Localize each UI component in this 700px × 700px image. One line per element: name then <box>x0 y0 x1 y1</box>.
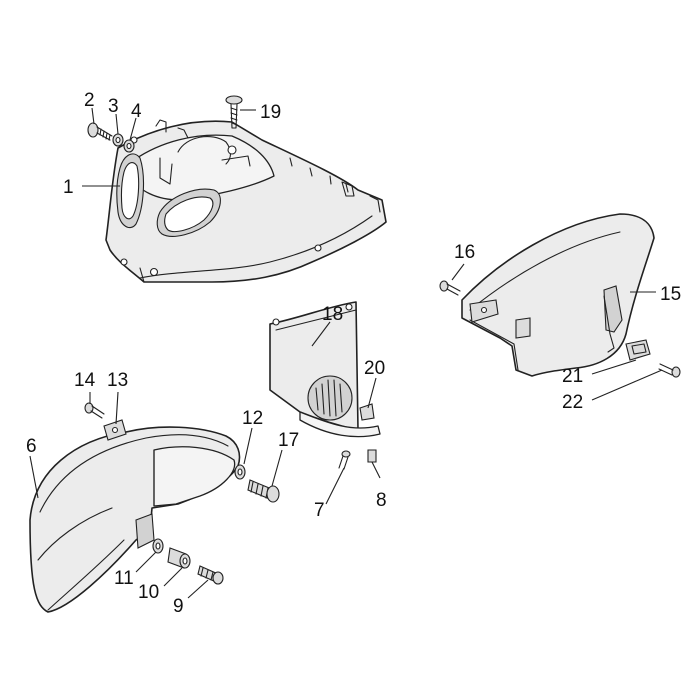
part-9-bolt <box>197 565 224 585</box>
part-20-clip <box>359 403 375 421</box>
callout-12: 12 <box>242 408 263 429</box>
part-10-spacer <box>167 547 191 569</box>
part-14-screw <box>84 402 105 419</box>
callout-19: 19 <box>260 102 281 123</box>
callout-9: 9 <box>173 596 184 617</box>
callout-21: 21 <box>562 366 583 387</box>
part-21-clip-nut <box>625 339 651 361</box>
callout-20: 20 <box>364 358 385 379</box>
callout-1: 1 <box>63 177 74 198</box>
callout-14: 14 <box>74 370 96 391</box>
part-19-screw <box>225 95 243 129</box>
callout-16: 16 <box>454 242 475 263</box>
part-1-inner-shield <box>105 119 387 283</box>
callout-10: 10 <box>138 582 159 603</box>
callout-6: 6 <box>26 436 37 457</box>
callout-8: 8 <box>376 490 387 511</box>
part-2-screw <box>87 122 113 141</box>
callout-3: 3 <box>108 96 119 117</box>
part-17-bolt <box>247 479 280 503</box>
callout-11: 11 <box>114 568 134 589</box>
callout-2: 2 <box>84 90 95 111</box>
part-22-screw <box>658 363 681 378</box>
part-18-splash-panel <box>269 301 381 438</box>
part-11-washer <box>152 538 164 554</box>
part-12-washer <box>234 464 246 480</box>
part-6-front-mudguard <box>29 419 241 613</box>
callout-4: 4 <box>131 101 142 122</box>
callout-18: 18 <box>322 304 343 325</box>
callout-7: 7 <box>314 500 325 521</box>
callout-labels: 1 2 3 4 6 7 8 9 10 11 12 13 14 15 16 17 … <box>26 90 681 617</box>
callout-13: 13 <box>107 370 128 391</box>
part-16-screw <box>439 280 461 296</box>
part-7-screw <box>338 450 351 470</box>
part-8-clip <box>367 449 377 463</box>
callout-15: 15 <box>660 284 681 305</box>
part-3-washer <box>112 133 124 147</box>
part-15-rear-mudguard <box>461 213 655 377</box>
callout-22: 22 <box>562 392 583 413</box>
part-4-washer <box>123 139 135 153</box>
callout-17: 17 <box>278 430 299 451</box>
leader-lines <box>29 107 663 599</box>
